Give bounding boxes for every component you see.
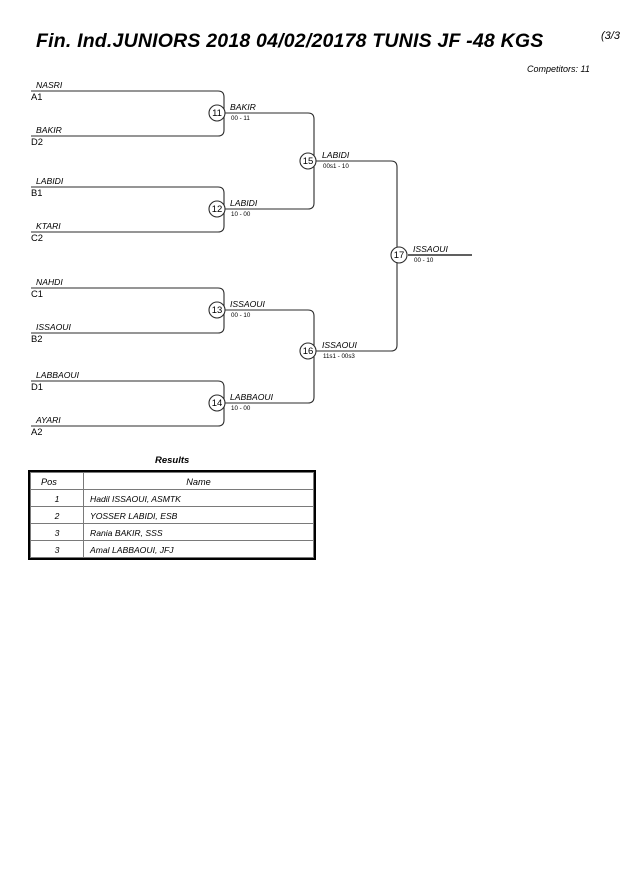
table-row: 1 Hadil ISSAOUI, ASMTK	[30, 489, 314, 507]
entrant-seed: A2	[31, 426, 42, 437]
table-row: 2 YOSSER LABIDI, ESB	[30, 506, 314, 524]
match-number: 13	[212, 305, 223, 316]
tournament-bracket: NASRI A1 BAKIR D2 LABIDI B1 KTARI C2 NAH…	[31, 80, 472, 437]
match-winner: LABIDI	[230, 198, 258, 208]
match-number: 17	[394, 250, 405, 261]
match-node[interactable]	[208, 104, 226, 122]
match-winner: ISSAOUI	[413, 244, 448, 254]
entrant-seed: B1	[31, 187, 42, 198]
match-winner: LABBAOUI	[230, 392, 274, 402]
match-winner: ISSAOUI	[230, 299, 265, 309]
page-title: Fin. Ind.JUNIORS 2018 04/02/20178 TUNIS …	[36, 30, 544, 52]
result-name: YOSSER LABIDI, ESB	[83, 506, 314, 524]
entrant-name: ISSAOUI	[36, 322, 71, 332]
column-header-pos: Pos	[30, 472, 84, 490]
entrant-name: LABIDI	[36, 176, 64, 186]
match-score: 00 - 11	[231, 115, 250, 122]
entrant-name: NASRI	[36, 80, 63, 90]
entrant-name: LABBAOUI	[36, 370, 80, 380]
competitors-count: Competitors: 11	[527, 64, 590, 74]
match-node[interactable]	[208, 394, 226, 412]
match-score: 11s1 - 00s3	[323, 353, 355, 360]
match-winner: ISSAOUI	[322, 340, 357, 350]
match-score: 10 - 00	[231, 211, 251, 218]
match-node[interactable]	[208, 301, 226, 319]
column-header-name: Name	[83, 472, 314, 490]
match-number: 16	[303, 346, 314, 357]
results-title: Results	[155, 455, 190, 466]
match-score: 10 - 00	[231, 405, 251, 412]
entrant-seed: B2	[31, 333, 42, 344]
result-name: Amal LABBAOUI, JFJ	[83, 540, 314, 558]
match-score: 00 - 10	[414, 257, 434, 264]
entrant-seed: C2	[31, 232, 43, 243]
match-score: 00s1 - 10	[323, 163, 349, 170]
match-number: 14	[212, 398, 223, 409]
result-name: Rania BAKIR, SSS	[83, 523, 314, 541]
match-score: 00 - 10	[231, 312, 251, 319]
entrant-name: BAKIR	[36, 125, 62, 135]
table-row: 3 Amal LABBAOUI, JFJ	[30, 540, 314, 558]
results-table-wrapper: Pos Name 1 Hadil ISSAOUI, ASMTK 2 YOSSER…	[28, 470, 316, 560]
match-node-final[interactable]	[390, 246, 408, 264]
table-row: 3 Rania BAKIR, SSS	[30, 523, 314, 541]
entrant-seed: C1	[31, 288, 43, 299]
result-position: 1	[30, 489, 84, 507]
result-position: 3	[30, 523, 84, 541]
page-number: (3/3	[601, 30, 620, 42]
entrant-seed: D2	[31, 136, 43, 147]
match-winner: BAKIR	[230, 102, 256, 112]
match-number: 11	[212, 108, 222, 119]
result-position: 2	[30, 506, 84, 524]
results-table: Pos Name 1 Hadil ISSAOUI, ASMTK 2 YOSSER…	[30, 472, 314, 558]
entrant-name: AYARI	[35, 415, 61, 425]
match-node[interactable]	[299, 342, 317, 360]
entrant-seed: D1	[31, 381, 43, 392]
match-node[interactable]	[208, 200, 226, 218]
result-position: 3	[30, 540, 84, 558]
result-name: Hadil ISSAOUI, ASMTK	[83, 489, 314, 507]
table-header-row: Pos Name	[30, 472, 314, 490]
entrant-seed: A1	[31, 91, 42, 102]
match-node[interactable]	[299, 152, 317, 170]
entrant-name: NAHDI	[36, 277, 63, 287]
entrant-name: KTARI	[36, 221, 61, 231]
match-number: 12	[212, 204, 223, 215]
match-number: 15	[303, 156, 314, 167]
match-winner: LABIDI	[322, 150, 350, 160]
